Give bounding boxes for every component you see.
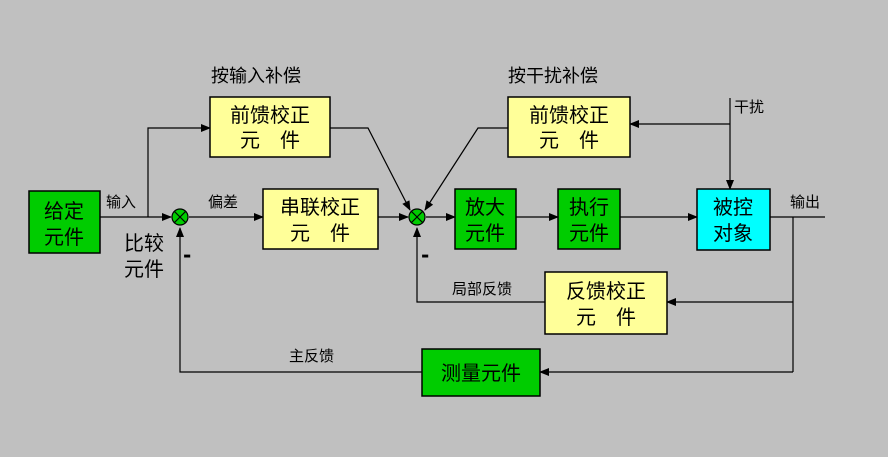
ff-input-title: 按输入补偿 [211, 66, 301, 87]
amplifier-block: 放大 元件 [454, 188, 517, 250]
setpoint-block: 给定 元件 [28, 190, 101, 254]
ff-input-branch [147, 124, 211, 217]
ff-input-to-sum2 [330, 127, 411, 211]
fb-comp-block: 反馈校正 元 件 [544, 271, 668, 335]
ff-disturb-label-2: 元 件 [539, 128, 599, 152]
ff-disturb-block: 前馈校正 元 件 [507, 96, 631, 158]
series-comp-label-1: 串联校正 [280, 195, 360, 219]
ff-input-block: 前馈校正 元 件 [209, 96, 331, 158]
amplifier-label-2: 元件 [465, 221, 505, 245]
measure-block: 测量元件 [421, 348, 541, 397]
actuator-block: 执行 元件 [557, 188, 621, 250]
local-feedback-label: 局部反馈 [452, 280, 512, 298]
actuator-label-2: 元件 [569, 221, 609, 245]
main-feedback-line [176, 227, 422, 373]
minus-sign-2: - [421, 243, 429, 267]
series-comp-block: 串联校正 元 件 [262, 188, 379, 250]
ff-disturb-title: 按干扰补偿 [508, 66, 598, 87]
connections [100, 98, 825, 376]
ff-disturb-to-sum2 [424, 127, 508, 211]
comparator-label-1: 比较 [124, 232, 164, 255]
error-label: 偏差 [208, 193, 238, 211]
output-label: 输出 [790, 193, 820, 211]
measure-label: 测量元件 [441, 361, 521, 385]
main-feedback-label: 主反馈 [289, 347, 334, 365]
ff-input-label-1: 前馈校正 [230, 103, 310, 127]
input-label: 输入 [106, 193, 136, 211]
local-feedback-line [413, 227, 545, 303]
fb-comp-label-1: 反馈校正 [566, 279, 646, 303]
disturbance-label: 干扰 [734, 98, 764, 116]
ff-disturb-label-1: 前馈校正 [529, 103, 609, 127]
series-comp-label-2: 元 件 [290, 221, 350, 245]
ff-input-label-2: 元 件 [240, 128, 300, 152]
comparator-label-2: 元件 [124, 258, 164, 281]
setpoint-label-1: 给定 [44, 199, 84, 223]
summing-junction-1 [171, 208, 189, 226]
summing-junction-2 [408, 208, 426, 226]
actuator-label-1: 执行 [569, 195, 609, 219]
plant-block: 被控 对象 [696, 188, 771, 251]
fb-comp-label-2: 元 件 [576, 305, 636, 329]
amplifier-label-1: 放大 [465, 195, 505, 219]
plant-label-1: 被控 [713, 195, 753, 219]
minus-sign-1: - [183, 243, 191, 267]
setpoint-label-2: 元件 [44, 225, 84, 249]
plant-label-2: 对象 [713, 221, 753, 245]
